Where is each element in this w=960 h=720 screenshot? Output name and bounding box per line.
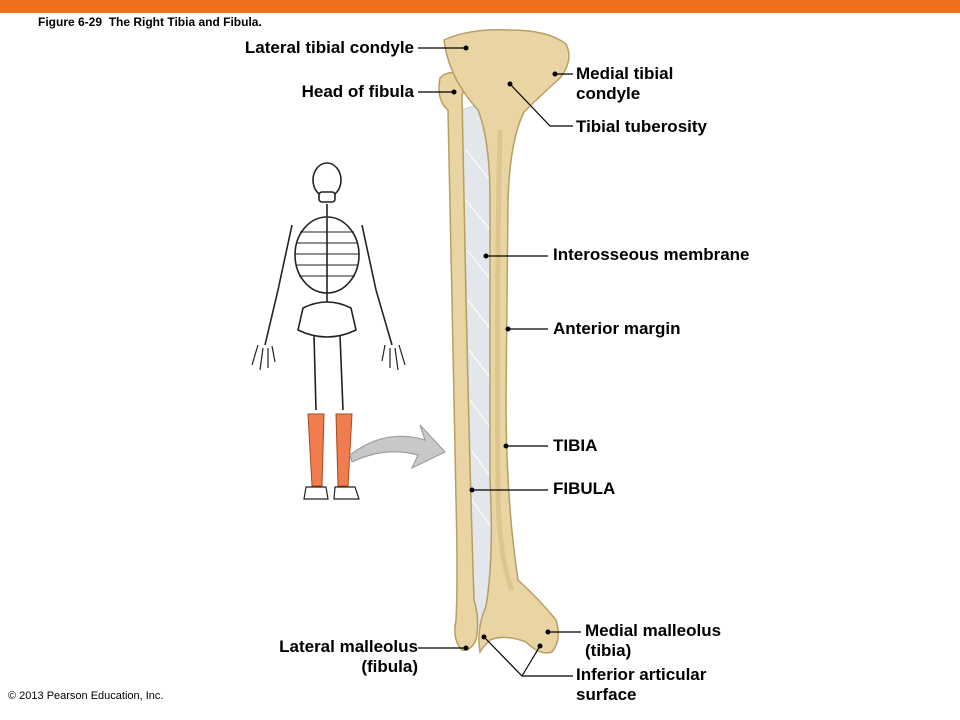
right-femur xyxy=(339,334,344,411)
label-medial-malleolus: Medial malleolus (tibia) xyxy=(585,621,722,660)
left-femur xyxy=(313,334,317,411)
label-fibula: FIBULA xyxy=(553,479,616,498)
label-medial-tibial-condyle: Medial tibial condyle xyxy=(576,64,674,103)
right-forearm xyxy=(375,289,393,346)
membrane-fibers xyxy=(465,149,494,531)
right-humerus xyxy=(361,224,377,291)
highlight-left-leg xyxy=(307,413,325,487)
pelvis xyxy=(297,301,357,338)
label-tibia: TIBIA xyxy=(553,436,598,455)
label-tibial-tuberosity: Tibial tuberosity xyxy=(576,117,707,136)
leader-lines xyxy=(418,47,581,677)
label-lateral-tibial-condyle: Lateral tibial condyle xyxy=(244,38,414,57)
left-humerus xyxy=(277,224,293,291)
copyright-notice: © 2013 Pearson Education, Inc. xyxy=(8,690,164,702)
jaw xyxy=(318,191,336,203)
figure-title: Figure 6-29 The Right Tibia and Fibula. xyxy=(38,15,262,29)
tibia-bone xyxy=(443,28,570,655)
left-forearm xyxy=(264,289,279,346)
label-anterior-margin: Anterior margin xyxy=(553,319,681,338)
right-hand xyxy=(381,344,406,371)
skeleton-thumbnail xyxy=(251,162,406,411)
label-inferior-articular-surface: Inferior articular surface xyxy=(576,665,707,704)
label-head-of-fibula: Head of fibula xyxy=(301,82,414,101)
top-accent-bar xyxy=(0,0,960,13)
tibia-shading xyxy=(494,129,515,591)
leader-dots xyxy=(451,45,558,651)
left-hand xyxy=(251,344,276,371)
label-lateral-malleolus: Lateral malleolus (fibula) xyxy=(279,637,418,676)
right-foot xyxy=(333,486,360,500)
highlighted-lower-legs xyxy=(303,413,360,500)
label-interosseous-membrane: Interosseous membrane xyxy=(553,245,750,264)
left-foot xyxy=(303,486,329,500)
pointer-arrow xyxy=(349,424,446,470)
highlight-right-leg xyxy=(335,413,353,487)
